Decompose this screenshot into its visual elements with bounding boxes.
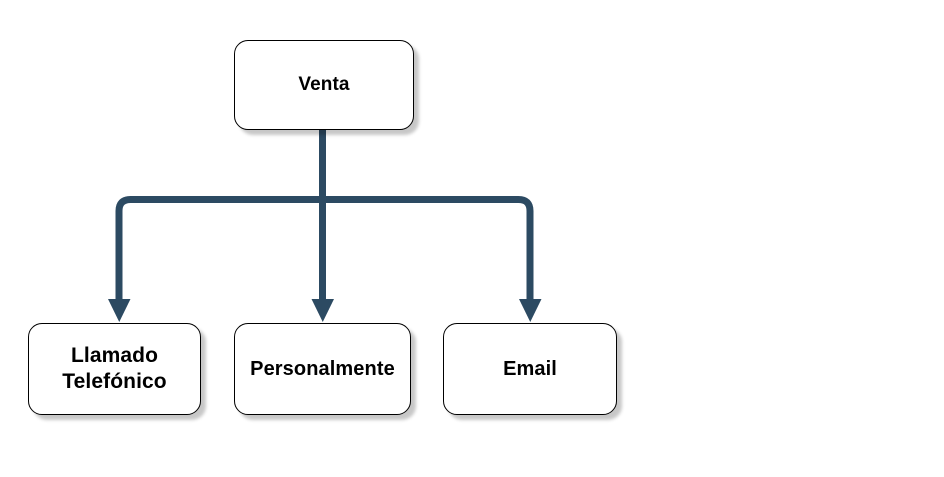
node-personalmente[interactable]: Personalmente: [234, 323, 411, 415]
node-email[interactable]: Email: [443, 323, 617, 415]
node-personalmente-label: Personalmente: [250, 357, 395, 380]
arrowhead-middle: [311, 299, 334, 322]
edge-bus: [115, 196, 534, 310]
arrowhead-left: [108, 299, 131, 322]
node-llamado-telefonico[interactable]: Llamado Telefónico: [28, 323, 201, 415]
node-email-label: Email: [503, 357, 557, 380]
node-llamado-telefonico-label: Llamado Telefónico: [62, 344, 167, 393]
arrowhead-right: [519, 299, 542, 322]
node-venta[interactable]: Venta: [234, 40, 414, 130]
node-venta-label: Venta: [298, 74, 350, 96]
